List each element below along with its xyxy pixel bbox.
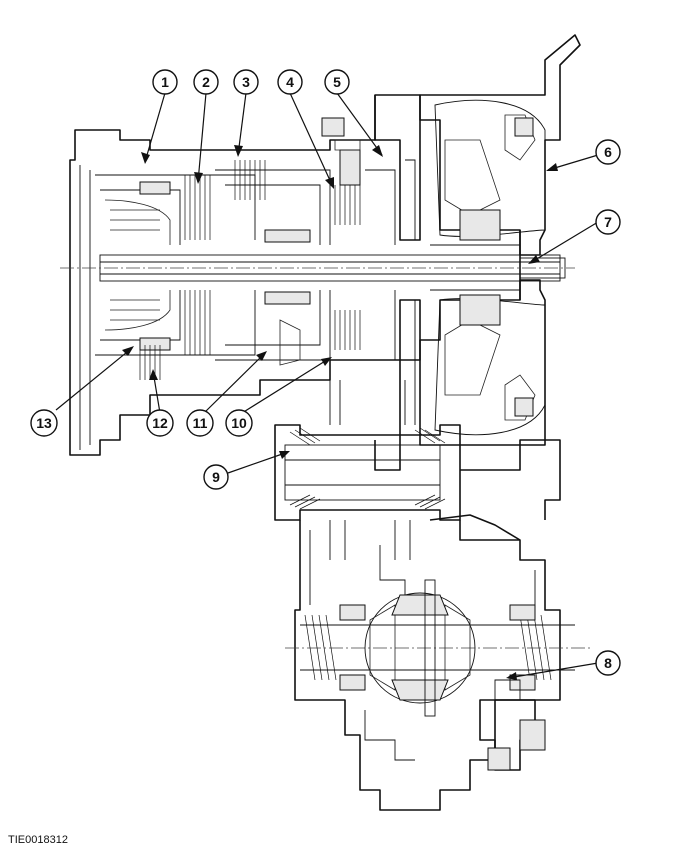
intermediate-shaft — [274, 380, 461, 560]
callout-6-label: 6 — [604, 144, 612, 160]
callout-2: 2 — [193, 69, 219, 95]
callout-3-label: 3 — [242, 74, 250, 90]
callout-8-label: 8 — [604, 655, 612, 671]
callout-13-label: 13 — [36, 415, 52, 431]
callout-8: 8 — [595, 650, 621, 676]
callout-5: 5 — [324, 69, 350, 95]
clutch-packs — [139, 160, 396, 380]
callout-3: 3 — [233, 69, 259, 95]
callout-9-label: 9 — [212, 469, 220, 485]
callout-13: 13 — [30, 409, 58, 437]
figure-id: TIE0018312 — [8, 834, 68, 846]
callout-5-label: 5 — [333, 74, 341, 90]
callout-7-label: 7 — [604, 214, 612, 230]
callout-4-label: 4 — [286, 74, 294, 90]
callout-10: 10 — [225, 409, 253, 437]
transmission-housing — [69, 94, 521, 456]
main-shaft — [60, 254, 575, 282]
callout-10-label: 10 — [231, 415, 247, 431]
callout-1: 1 — [152, 69, 178, 95]
differential-gears — [285, 579, 590, 717]
callout-4: 4 — [277, 69, 303, 95]
callout-11: 11 — [186, 409, 214, 437]
differential-housing — [294, 439, 561, 811]
callout-11-label: 11 — [193, 415, 208, 431]
torque-converter — [419, 34, 581, 446]
callout-12-label: 12 — [152, 415, 168, 431]
callout-leaders — [55, 92, 599, 680]
callout-6: 6 — [595, 139, 621, 165]
callout-1-label: 1 — [161, 74, 169, 90]
callout-2-label: 2 — [202, 74, 210, 90]
speed-sensor — [479, 679, 546, 771]
callout-9: 9 — [203, 464, 229, 490]
callout-12: 12 — [146, 409, 174, 437]
pump-housing — [321, 95, 421, 471]
callout-7: 7 — [595, 209, 621, 235]
